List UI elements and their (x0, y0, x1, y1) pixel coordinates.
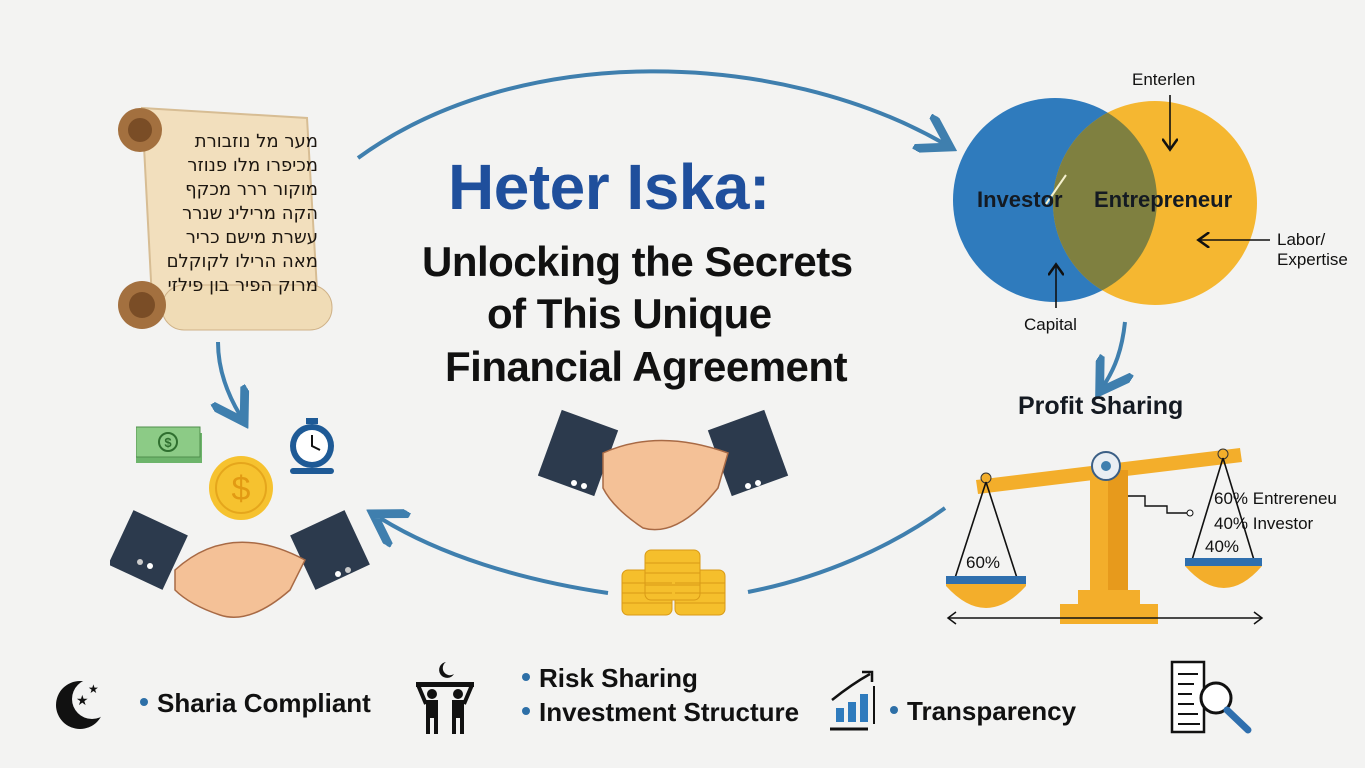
svg-text:★: ★ (76, 693, 89, 709)
scroll-line: מוקור ררר מכקף (185, 179, 318, 200)
feature-sharia-compliant: Sharia Compliant (140, 688, 371, 719)
scroll-text: מער מל נוזבורת מכיפרו מלו פנוזר מוקור רר… (150, 130, 318, 298)
feature-label: Investment Structure (539, 697, 800, 727)
feature-label: Sharia Compliant (157, 688, 371, 718)
scroll-line: מרוק הפיר בון פילזי (167, 275, 318, 296)
top-arrow (356, 69, 943, 160)
bottom-left-arrow (380, 518, 609, 595)
svg-text:$: $ (164, 435, 172, 450)
bullet-dot (522, 707, 530, 716)
scroll-line: עשרת מישם כריר (185, 227, 318, 248)
crescent-star-icon: ★ ★ (56, 679, 106, 729)
profit-sharing-heading: Profit Sharing (1018, 392, 1184, 420)
coin-stack-icon (621, 549, 726, 616)
handshake-icon (538, 409, 789, 531)
profit-legend-investor: 40% Investor (1214, 514, 1314, 533)
feature-label: Risk Sharing (539, 663, 698, 693)
venn-investor-label: Investor (977, 187, 1063, 212)
bullet-dot (522, 673, 530, 682)
expertise-line: Expertise (1277, 250, 1348, 269)
profit-legend-entrepreneur: 60% Entrereneu (1214, 489, 1337, 508)
venn-entrepreneur-label: Entrepreneur (1094, 187, 1233, 212)
page-title: Heter Iska: (448, 151, 770, 223)
balance-scale-icon (946, 448, 1264, 625)
people-lifting-icon (416, 662, 474, 734)
scroll-down-arrow (218, 341, 240, 415)
handshake-icon (110, 510, 370, 618)
bottom-right-arc (747, 506, 947, 594)
scroll-line: הקה מרילינ שנרר (182, 203, 318, 224)
venn-top-annotation: Enterlen (1132, 70, 1196, 89)
subtitle-line-1: Unlocking the Secrets (422, 238, 853, 285)
feature-transparency: Transparency (890, 696, 1076, 727)
svg-text:$: $ (232, 470, 251, 508)
growth-chart-icon (830, 670, 875, 731)
feature-risk-sharing: Risk Sharing (522, 663, 698, 694)
venn-down-arrow (1104, 321, 1125, 385)
labor-line: Labor/ (1277, 230, 1326, 249)
feature-label: Transparency (907, 696, 1077, 726)
venn-labor-annotation: Labor/ Expertise (1277, 230, 1348, 270)
bullet-dot (890, 706, 898, 715)
venn-capital-annotation: Capital (1024, 315, 1077, 334)
scroll-icon (118, 106, 333, 331)
scroll-line: מכיפרו מלו פנוזר (187, 155, 318, 176)
scroll-line: מער מל נוזבורת (194, 131, 318, 152)
scroll-line: מאה הרילו לקוקלם (166, 251, 318, 272)
stopwatch-icon (290, 418, 334, 474)
venn-diagram (953, 98, 1257, 305)
feature-investment-structure: Investment Structure (522, 697, 799, 728)
bullet-dot (140, 698, 148, 707)
subtitle-line-2: of This Unique (487, 290, 772, 337)
document-search-icon (1170, 660, 1252, 734)
right-pan-percent: 40% (1205, 537, 1240, 556)
money-bill-icon: $ (136, 426, 202, 463)
dollar-coin-icon: $ (209, 456, 273, 520)
left-pan-percent: 60% (966, 553, 1001, 572)
subtitle-line-3: Financial Agreement (445, 343, 848, 390)
svg-text:★: ★ (88, 682, 99, 696)
